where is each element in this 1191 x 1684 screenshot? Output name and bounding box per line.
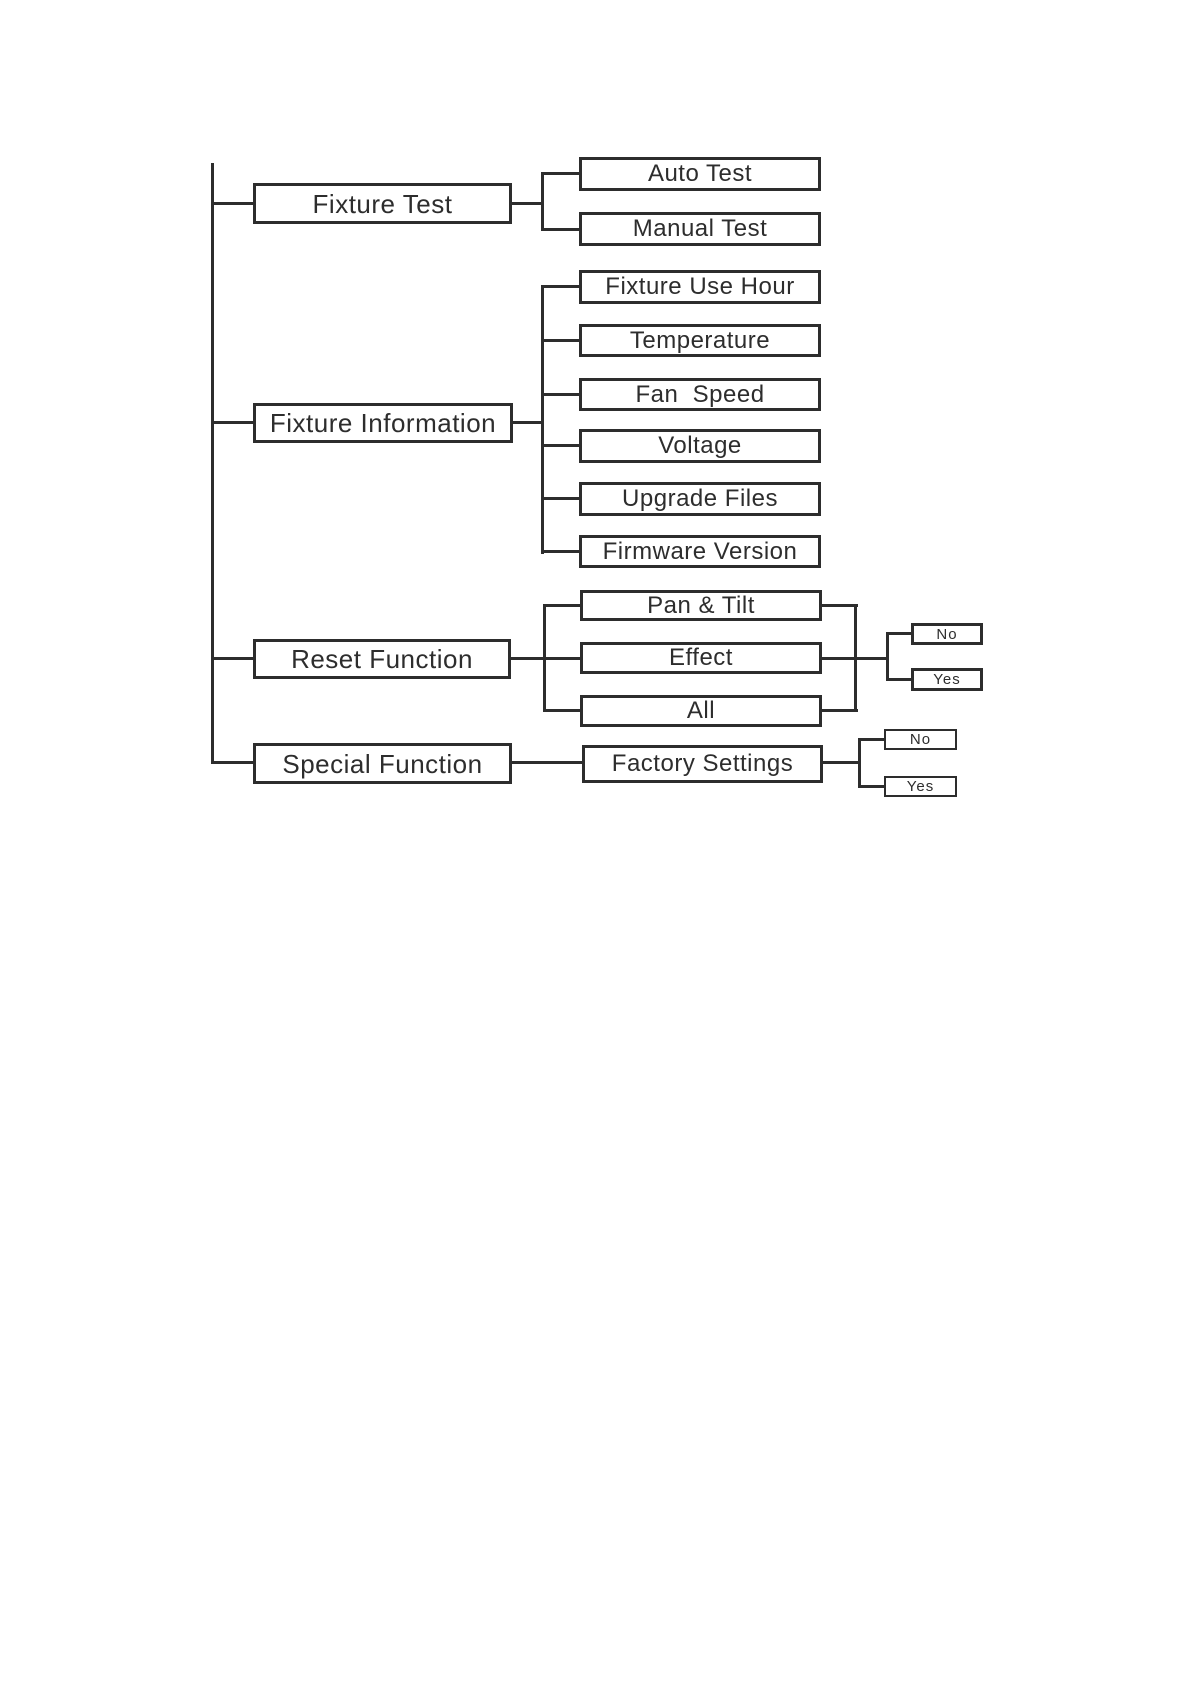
node-label: Yes — [906, 778, 935, 795]
node-factory-no: No — [884, 729, 957, 750]
connector-factory-right — [823, 761, 861, 764]
node-label: Factory Settings — [611, 750, 794, 777]
connector-auto-test — [541, 172, 579, 175]
node-label: Fixture Information — [269, 408, 497, 438]
node-label: Yes — [933, 671, 961, 688]
node-label: Special Function — [282, 748, 483, 779]
node-factory-yes: Yes — [884, 776, 957, 797]
node-reset-function: Reset Function — [253, 639, 511, 679]
node-fixture-test: Fixture Test — [253, 183, 512, 224]
connector-upgrade-files — [541, 497, 579, 500]
connector-fixture-test — [211, 202, 253, 205]
node-label: Upgrade Files — [622, 485, 778, 512]
connector-reset-yes — [886, 678, 911, 681]
node-factory-settings: Factory Settings — [582, 745, 823, 783]
connector-reset-function — [211, 657, 253, 660]
node-fan-speed: Fan Speed — [579, 378, 821, 411]
connector-factory-no — [858, 738, 884, 741]
connector-pan-tilt — [543, 604, 580, 607]
node-label: Fixture Test — [312, 188, 453, 219]
node-reset-no: No — [911, 623, 983, 645]
node-label: All — [686, 697, 716, 724]
bracket-reset-right — [854, 604, 857, 712]
trunk-line — [211, 163, 214, 764]
connector-pan-tilt-right — [822, 604, 858, 607]
node-label: Pan & Tilt — [647, 591, 755, 619]
connector-fixture-information — [211, 421, 253, 424]
node-special-function: Special Function — [253, 743, 512, 784]
node-upgrade-files: Upgrade Files — [579, 482, 821, 516]
connector — [513, 421, 544, 424]
node-label: Temperature — [629, 326, 771, 354]
connector-voltage — [541, 444, 579, 447]
node-reset-yes: Yes — [911, 668, 983, 691]
node-label: Fan Speed — [635, 380, 765, 408]
connector — [512, 202, 544, 205]
node-label: Auto Test — [647, 160, 753, 187]
bracket-fixture-test — [541, 172, 544, 231]
node-firmware-version: Firmware Version — [579, 535, 821, 568]
node-label: Effect — [669, 644, 733, 671]
node-label: Manual Test — [632, 215, 768, 242]
connector-factory-yes — [858, 785, 884, 788]
node-fixture-information: Fixture Information — [253, 403, 513, 443]
connector-special-function — [211, 761, 253, 764]
bracket-fixture-information — [541, 285, 544, 554]
bracket-factory-confirm — [858, 738, 861, 788]
node-temperature: Temperature — [579, 324, 821, 357]
node-fixture-use-hour: Fixture Use Hour — [579, 270, 821, 304]
connector-effect — [543, 657, 580, 660]
node-effect: Effect — [580, 642, 822, 674]
node-voltage: Voltage — [579, 429, 821, 463]
node-label: No — [936, 625, 958, 643]
connector — [511, 657, 545, 660]
node-pan-tilt: Pan & Tilt — [580, 590, 822, 621]
connector-factory-settings — [512, 761, 582, 764]
connector-all — [543, 709, 580, 712]
connector-fixture-use-hour — [541, 285, 579, 288]
connector-reset-no — [886, 632, 911, 635]
node-label: Fixture Use Hour — [605, 273, 795, 300]
connector-fan-speed — [541, 393, 579, 396]
connector-firmware-version — [541, 550, 579, 553]
bracket-reset-confirm — [886, 632, 889, 681]
node-label: Reset Function — [291, 644, 473, 674]
node-label: No — [909, 731, 932, 748]
node-manual-test: Manual Test — [579, 212, 821, 246]
connector-manual-test — [541, 228, 579, 231]
node-auto-test: Auto Test — [579, 157, 821, 191]
node-all: All — [580, 695, 822, 727]
node-label: Voltage — [658, 432, 742, 459]
connector-all-right — [822, 709, 858, 712]
connector-temperature — [541, 339, 579, 342]
node-label: Firmware Version — [602, 537, 798, 565]
